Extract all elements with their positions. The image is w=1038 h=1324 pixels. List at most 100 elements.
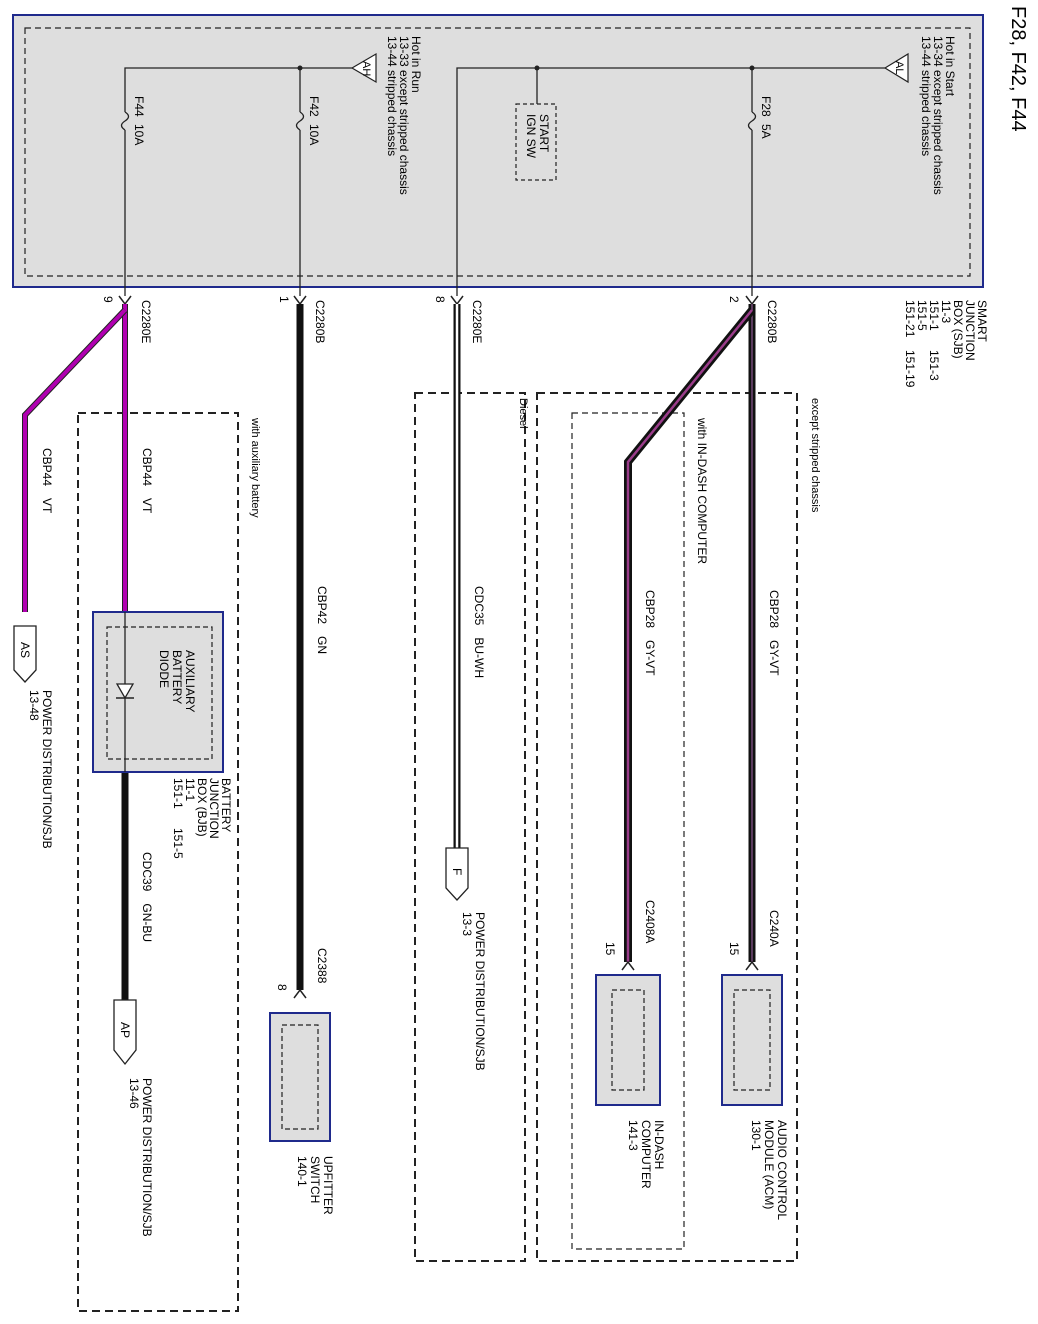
svg-text:1: 1 [277,296,291,303]
sjb-inner-outline [24,27,971,277]
hot-in-run-label: Hot in Run 13-33 except stripped chassis… [385,36,423,195]
svg-text:141-3: 141-3 [626,1120,640,1151]
fuse-f44: F44 10A [117,96,146,145]
component-indash-computer: IN-DASH COMPUTER 141-3 [595,974,666,1189]
wire-cbp28-indash [624,307,756,962]
wire-label-cdc39: CDC39GN-BU [140,852,154,942]
svg-text:IGN SW: IGN SW [524,114,538,159]
svg-text:MODULE (ACM): MODULE (ACM) [762,1120,776,1209]
svg-text:F28: F28 [759,96,773,117]
fuse-f28: F28 5A [744,96,773,139]
region-except-stripped [536,392,798,1262]
hot-in-run-bus [124,67,352,296]
svg-text:POWER DISTRIBUTION/SJB: POWER DISTRIBUTION/SJB [40,690,54,849]
offpage-as: AS POWER DISTRIBUTION/SJB 13-48 [13,625,54,849]
svg-text:IN-DASH: IN-DASH [652,1120,666,1169]
wire-label-cbp44-bjb: CBP44VT [140,448,154,514]
svg-text:13-3: 13-3 [460,912,474,936]
svg-text:COMPUTER: COMPUTER [639,1120,653,1189]
hot-in-start-label: Hot in Start 13-34 except stripped chass… [919,36,957,195]
svg-text:C2388: C2388 [315,948,329,984]
smart-junction-box [12,14,984,288]
svg-text:C2280E: C2280E [470,300,484,343]
svg-text:JUNCTION: JUNCTION [207,778,221,839]
svg-text:151-19: 151-19 [903,350,917,388]
connector-c2408a: C2408A 15 [603,900,657,971]
svg-text:10A: 10A [132,124,146,145]
svg-text:BOX (SJB): BOX (SJB) [951,300,965,359]
svg-text:15: 15 [727,942,741,956]
fuse-f42: F42 10A [292,96,321,145]
hot-in-run-tag: AH [350,52,377,84]
svg-text:BATTERY: BATTERY [219,778,233,832]
svg-text:13-44 stripped chassis: 13-44 stripped chassis [919,36,933,156]
svg-text:8: 8 [433,296,447,303]
svg-text:C240A: C240A [767,910,781,947]
start-ign-switch: START IGN SW [515,103,557,181]
hot-in-start-bus [456,67,885,296]
svg-text:AUDIO CONTROL: AUDIO CONTROL [775,1120,789,1220]
wire-label-cbp28-indash: CBP28GY-VT [643,590,657,676]
svg-text:Hot in Start: Hot in Start [943,36,957,97]
svg-text:BOX (BJB): BOX (BJB) [195,778,209,837]
junction-dot [534,65,540,71]
hot-in-start-tag: AL [883,52,909,84]
region-except-stripped-label: except stripped chassis [809,398,821,513]
svg-text:C2280B: C2280B [765,300,779,343]
svg-text:11-3: 11-3 [939,300,953,323]
svg-text:151-21: 151-21 [903,300,917,338]
svg-text:151-1: 151-1 [927,300,941,331]
wire-label-cbp44-as: CBP44VT [40,448,54,514]
svg-text:151-5: 151-5 [915,300,929,331]
svg-text:BATTERY: BATTERY [170,650,184,704]
junction-dot [297,65,303,71]
region-with-indash [571,412,685,1250]
region-diesel [414,392,526,1262]
wire-label-cbp28-acm: CBP28GY-VT [767,590,781,676]
svg-text:8: 8 [275,984,289,991]
component-acm: AUDIO CONTROL MODULE (ACM) 130-1 [721,974,789,1220]
svg-text:POWER DISTRIBUTION/SJB: POWER DISTRIBUTION/SJB [140,1078,154,1237]
offpage-ap: AP POWER DISTRIBUTION/SJB 13-46 [113,999,154,1237]
svg-text:C2408A: C2408A [643,900,657,943]
svg-text:11-1: 11-1 [183,778,197,801]
svg-text:UPFITTER: UPFITTER [321,1156,335,1215]
svg-text:151-1: 151-1 [171,778,185,809]
diode-icon [115,683,135,700]
svg-text:F42: F42 [307,96,321,117]
connector-c2388: C2388 8 [275,948,329,999]
svg-text:5A: 5A [759,124,773,139]
svg-text:13-44 stripped chassis: 13-44 stripped chassis [385,36,399,156]
page-title: F28, F42, F44 [1007,6,1029,132]
component-upfitter-switch: UPFITTER SWITCH 140-1 [269,1012,335,1215]
svg-text:C2280E: C2280E [139,300,153,343]
svg-text:C2280B: C2280B [313,300,327,343]
component-aux-battery-diode: AUXILIARY BATTERY DIODE [92,611,224,773]
svg-text:140-1: 140-1 [295,1156,309,1187]
junction-dot [749,65,755,71]
svg-text:13-46: 13-46 [127,1078,141,1109]
svg-text:POWER DISTRIBUTION/SJB: POWER DISTRIBUTION/SJB [473,912,487,1071]
svg-text:AS: AS [18,642,32,658]
svg-text:AH: AH [360,61,372,76]
svg-text:151-5: 151-5 [171,828,185,859]
svg-text:10A: 10A [307,124,321,145]
region-with-aux-battery-label: with auxiliary battery [249,417,261,518]
svg-text:15: 15 [603,942,617,956]
offpage-f: F POWER DISTRIBUTION/SJB 13-3 [445,847,487,1071]
svg-text:F44: F44 [132,96,146,117]
wire-label-cdc35: CDC35BU-WH [472,586,486,678]
svg-text:9: 9 [101,296,115,303]
svg-text:13-48: 13-48 [27,690,41,721]
svg-text:START: START [537,114,551,153]
wire-label-cbp42: CBP42GN [315,586,329,654]
svg-text:AL: AL [893,61,905,74]
svg-text:AP: AP [118,1022,132,1038]
svg-text:DIODE: DIODE [157,650,171,688]
svg-text:130-1: 130-1 [749,1120,763,1151]
svg-text:2: 2 [727,296,741,303]
svg-text:JUNCTION: JUNCTION [963,300,977,361]
svg-text:13-34 except stripped chassis: 13-34 except stripped chassis [931,36,945,195]
svg-text:13-33 except stripped chassis: 13-33 except stripped chassis [397,36,411,195]
